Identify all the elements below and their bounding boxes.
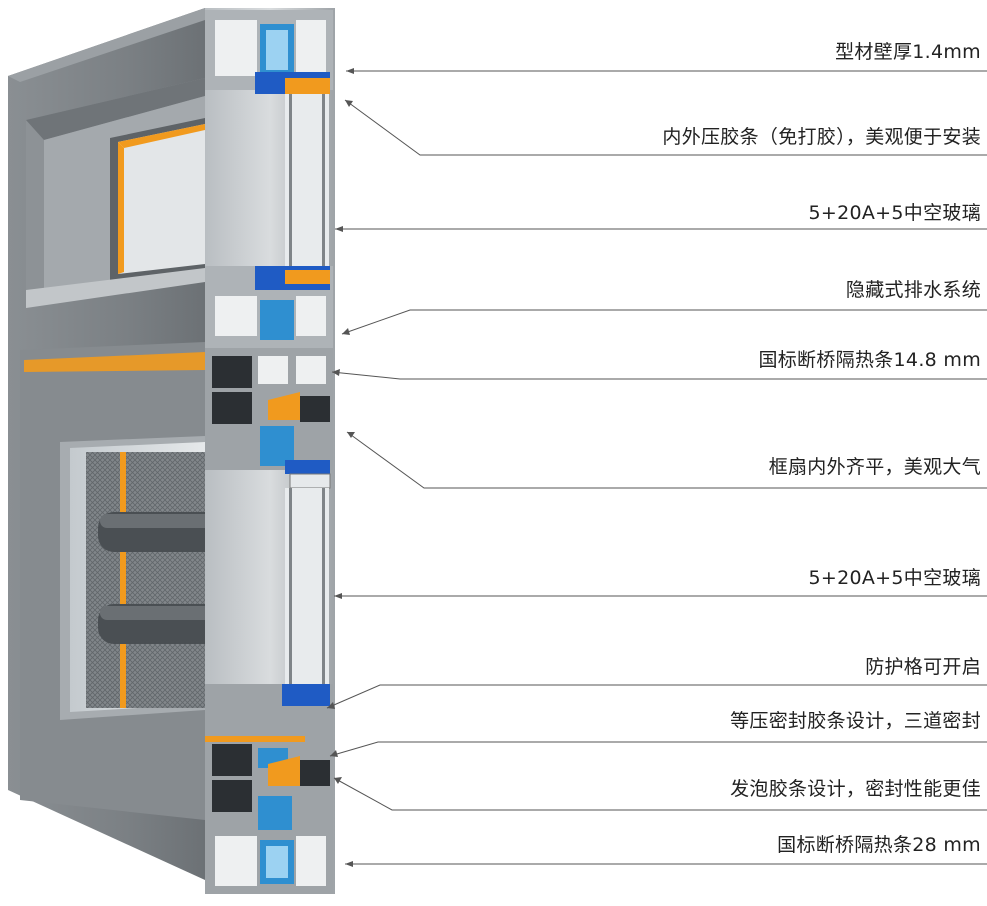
profile-cross-section [205,8,335,894]
annotation-wall-thickness: 型材壁厚1.4mm [835,41,981,63]
annotation-thermal-strip-14: 国标断桥隔热条14.8 mm [758,349,981,371]
lower-sash [20,342,206,820]
annotation-hidden-drainage: 隐藏式排水系统 [845,279,981,301]
annotation-openable-grille: 防护格可开启 [865,656,981,678]
leader-arrowheads [327,68,355,867]
annotation-foam-gasket: 发泡胶条设计，密封性能更佳 [730,778,981,800]
leader-lines [326,70,987,865]
annotation-glass-upper: 5+20A+5中空玻璃 [808,202,981,224]
annotation-equal-pressure-seal: 等压密封胶条设计，三道密封 [730,710,981,732]
annotation-flush-sash: 框扇内外齐平，美观大气 [768,456,981,478]
annotation-glass-lower: 5+20A+5中空玻璃 [808,567,981,589]
upper-fixed-pane [26,78,205,308]
annotation-press-gasket: 内外压胶条（免打胶），美观便于安装 [662,126,981,148]
annotation-thermal-strip-28: 国标断桥隔热条28 mm [777,834,981,856]
